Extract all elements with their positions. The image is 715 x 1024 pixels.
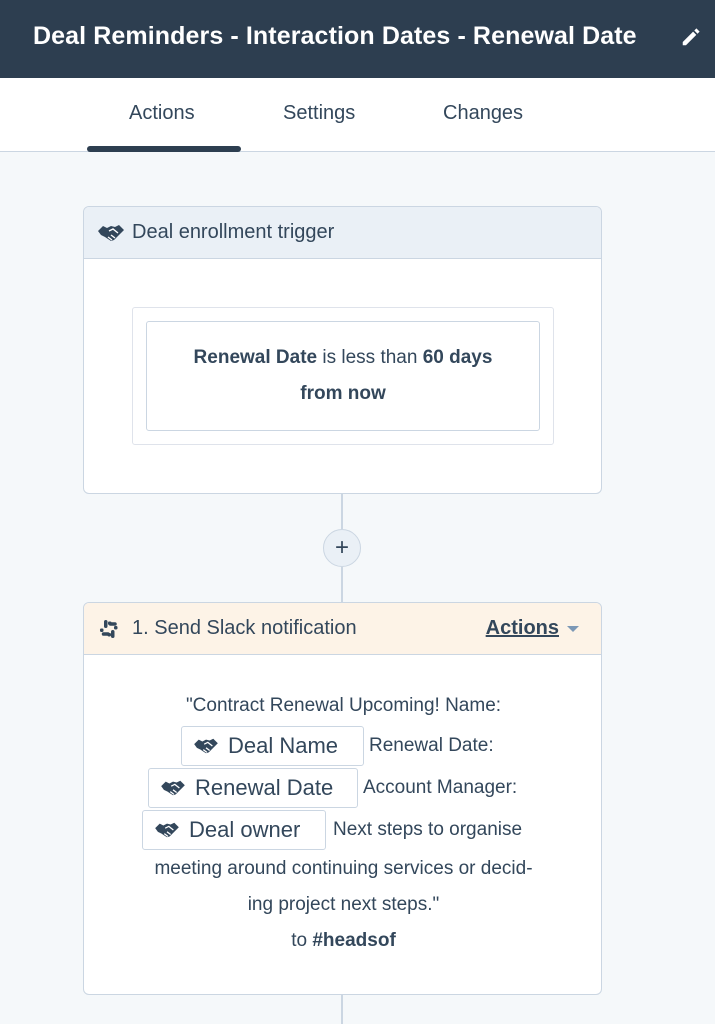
token-label: Deal owner [189,817,301,842]
action-card-title: 1. Send Slack notification [132,617,357,639]
tab-bar: Actions Settings Changes [0,78,715,152]
token-label: Renewal Date [195,775,334,800]
handshake-icon [98,224,124,241]
connector-line [341,995,343,1024]
tab-settings[interactable]: Settings [283,102,356,124]
actions-dropdown[interactable]: Actions [486,617,579,640]
workflow-title[interactable]: Deal Reminders - Interaction Dates - Ren… [33,22,637,50]
renewal-date-token[interactable]: Renewal Date [148,768,358,808]
filter-condition[interactable]: Renewal Date is less than 60 days from n… [146,321,540,431]
slack-channel[interactable]: #headsof [312,930,396,951]
message-recipient: to #headsof [84,930,601,952]
message-line: "Contract Renewal Upcoming! Name: [185,695,502,716]
to-label: to [291,930,308,951]
connector-line [341,494,343,529]
filter-property: Renewal Date [193,347,318,368]
workflow-header: Deal Reminders - Interaction Dates - Ren… [0,0,715,78]
enrollment-trigger-card[interactable]: Deal enrollment trigger Renewal Date is … [83,206,602,494]
action-card-header: 1. Send Slack notification [84,603,601,655]
filter-operator: is less than [322,347,418,368]
message-line: meeting around continuing services or de… [154,858,533,879]
tab-actions[interactable]: Actions [129,102,195,124]
pencil-icon[interactable] [680,26,702,48]
message-line: ing project next steps." [247,894,440,915]
message-text: Account Manager: [363,777,518,798]
active-tab-indicator [87,146,241,152]
filter-group: Renewal Date is less than 60 days from n… [132,307,554,445]
tab-changes[interactable]: Changes [443,102,524,124]
filter-value: 60 days [422,347,493,368]
deal-owner-token[interactable]: Deal owner [142,810,326,850]
token-label: Deal Name [228,733,339,758]
actions-dropdown-label: Actions [485,617,559,639]
caret-down-icon [567,625,579,632]
slack-message-body: "Contract Renewal Upcoming! Name: Deal N… [84,655,601,994]
deal-name-token[interactable]: Deal Name [181,726,364,766]
handshake-icon [161,780,185,796]
message-text: Next steps to organise [333,819,523,840]
connector-line [341,567,343,602]
message-text: Renewal Date: [369,735,494,756]
trigger-card-title: Deal enrollment trigger [132,221,335,243]
slack-action-card[interactable]: 1. Send Slack notification Actions "Cont… [83,602,602,995]
handshake-icon [155,822,179,838]
slack-icon [100,619,118,638]
add-action-button[interactable]: + [323,529,361,567]
handshake-icon [194,738,218,754]
filter-tail: from now [300,383,386,404]
trigger-card-header: Deal enrollment trigger [84,207,601,259]
